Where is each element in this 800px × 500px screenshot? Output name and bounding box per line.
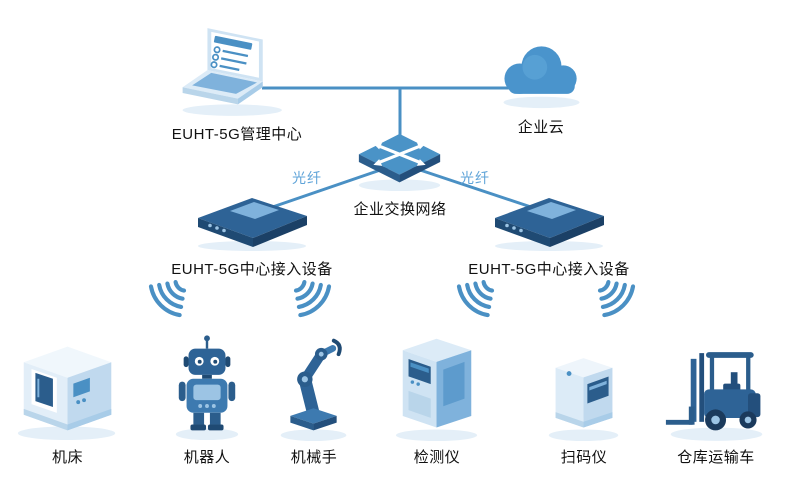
label-access-device-left: EUHT-5G中心接入设备 xyxy=(171,261,333,278)
device-forklift: 仓库运输车 xyxy=(663,330,769,467)
forklift-icon xyxy=(664,330,769,442)
wifi-waves-icon xyxy=(288,276,342,322)
device-detector: 检测仪 xyxy=(391,330,483,467)
label-access-device-right: EUHT-5G中心接入设备 xyxy=(468,261,630,278)
node-management-center: EUHT-5G管理中心 xyxy=(162,26,312,144)
label-enterprise-switch: 企业交换网络 xyxy=(353,201,447,218)
wifi-waves-icon xyxy=(592,276,646,322)
laptop-icon xyxy=(175,26,299,117)
device-machine-tool: 机床 xyxy=(10,330,125,467)
node-enterprise-switch: 企业交换网络 xyxy=(353,132,447,219)
device-robotic-arm: 机械手 xyxy=(273,330,355,467)
cloud-icon xyxy=(489,34,594,110)
detector-icon xyxy=(391,330,483,442)
label-robot: 机器人 xyxy=(183,449,231,466)
device-scanner: 扫码仪 xyxy=(543,330,625,467)
label-management-center: EUHT-5G管理中心 xyxy=(171,126,303,143)
node-access-device-right: EUHT-5G中心接入设备 xyxy=(464,192,634,279)
wifi-waves-icon xyxy=(138,276,192,322)
label-machine-tool: 机床 xyxy=(51,449,83,466)
label-detector: 检测仪 xyxy=(413,449,461,466)
device-robot: 机器人 xyxy=(168,330,246,467)
node-enterprise-cloud: 企业云 xyxy=(486,34,596,137)
label-scanner: 扫码仪 xyxy=(560,449,608,466)
machine-tool-icon xyxy=(12,330,124,442)
switch-icon xyxy=(354,132,446,192)
scanner-icon xyxy=(543,330,625,442)
fiber-label-right: 光纤 xyxy=(460,170,490,186)
label-enterprise-cloud: 企业云 xyxy=(517,119,565,136)
fiber-label-left: 光纤 xyxy=(292,170,322,186)
robot-icon xyxy=(168,330,246,442)
label-forklift: 仓库运输车 xyxy=(677,449,755,466)
label-robotic-arm: 机械手 xyxy=(290,449,338,466)
node-access-device-left: EUHT-5G中心接入设备 xyxy=(167,192,337,279)
robotic-arm-icon xyxy=(273,330,355,442)
access-device-icon xyxy=(190,192,315,252)
wifi-waves-icon xyxy=(446,276,500,322)
access-device-icon xyxy=(487,192,612,252)
